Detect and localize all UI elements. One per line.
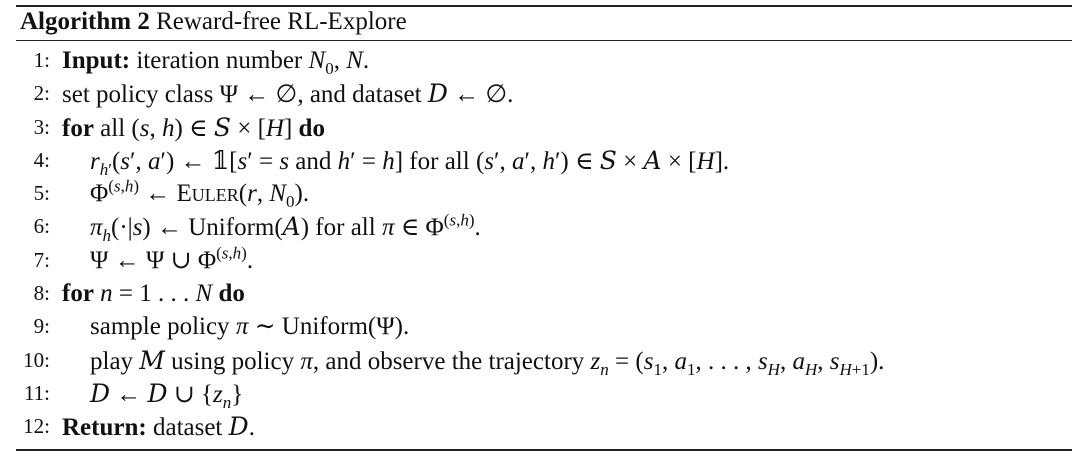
algorithm-label: Algorithm 2 bbox=[20, 8, 150, 35]
line-text: for n = 1 . . . N do bbox=[62, 280, 245, 308]
algorithm-line-10: 10: play M using policy π, and observe t… bbox=[0, 344, 1080, 379]
line-text: Φ(s,h) ← Euler(r, N0). bbox=[90, 176, 310, 212]
line-number: 7: bbox=[33, 247, 50, 272]
line-text: πh(·|s) ← Uniform(A) for all π ∈ Φ(s,h). bbox=[90, 211, 481, 246]
algorithm-line-3: 3: for all (s, h) ∈ S × [H] do bbox=[0, 111, 1080, 144]
line-number: 10: bbox=[23, 347, 50, 372]
line-text: Ψ ← Ψ ∪ Φ(s,h). bbox=[90, 243, 254, 274]
algorithm-line-7: 7: Ψ ← Ψ ∪ Φ(s,h). bbox=[0, 244, 1080, 277]
line-number: 4: bbox=[33, 147, 50, 172]
line-text: play M using policy π, and observe the t… bbox=[90, 345, 885, 379]
line-number: 12: bbox=[23, 414, 50, 439]
header-rule bbox=[16, 40, 1072, 41]
line-text: rh′(s′, a′) ← 𝟙[s′ = s and h′ = h] for a… bbox=[90, 145, 730, 179]
algorithm-line-5: 5: Φ(s,h) ← Euler(r, N0). bbox=[0, 177, 1080, 210]
line-text: Input: iteration number N0, N. bbox=[62, 47, 370, 78]
line-number: 2: bbox=[33, 81, 50, 106]
algorithm-line-6: 6: πh(·|s) ← Uniform(A) for all π ∈ Φ(s,… bbox=[0, 210, 1080, 246]
line-number: 9: bbox=[33, 314, 50, 339]
line-number: 6: bbox=[33, 214, 50, 239]
line-text: Return: dataset D. bbox=[62, 412, 255, 442]
algorithm-line-11: 11: D ← D ∪ {zn} bbox=[0, 377, 1080, 412]
line-text: D ← D ∪ {zn} bbox=[90, 378, 244, 412]
algorithm-line-9: 9: sample policy π ∼ Uniform(Ψ). bbox=[0, 310, 1080, 343]
algorithm-line-4: 4: rh′(s′, a′) ← 𝟙[s′ = s and h′ = h] fo… bbox=[0, 144, 1080, 179]
line-text: for all (s, h) ∈ S × [H] do bbox=[62, 112, 325, 142]
algorithm-line-8: 8: for n = 1 . . . N do bbox=[0, 277, 1080, 310]
line-number: 8: bbox=[33, 281, 50, 306]
algorithm-line-2: 2: set policy class Ψ ← ∅, and dataset D… bbox=[0, 77, 1080, 110]
algorithm-header: Algorithm 2 Reward-free RL-Explore bbox=[20, 6, 407, 38]
line-text: sample policy π ∼ Uniform(Ψ). bbox=[90, 313, 410, 341]
top-rule bbox=[16, 5, 1072, 7]
line-number: 3: bbox=[33, 114, 50, 139]
algorithm-title: Reward-free RL-Explore bbox=[156, 8, 407, 35]
algorithm-line-1: 1: Input: iteration number N0, N. bbox=[0, 44, 1080, 77]
line-text: set policy class Ψ ← ∅, and dataset D ← … bbox=[62, 79, 514, 109]
line-number: 11: bbox=[23, 380, 50, 405]
algorithm-body: 1: Input: iteration number N0, N. 2: set… bbox=[0, 44, 1080, 444]
algorithm-line-12: 12: Return: dataset D. bbox=[0, 410, 1080, 443]
bottom-rule bbox=[16, 449, 1072, 451]
line-number: 1: bbox=[33, 48, 50, 72]
line-number: 5: bbox=[33, 181, 50, 206]
